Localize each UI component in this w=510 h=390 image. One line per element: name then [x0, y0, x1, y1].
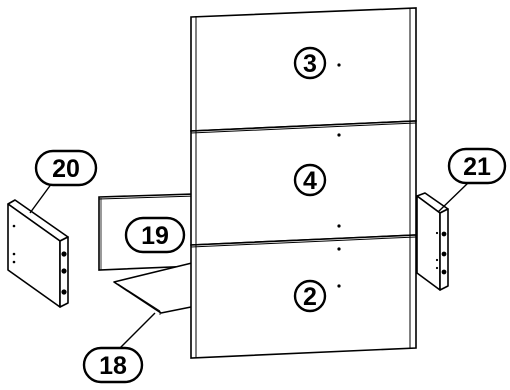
callout-3: 3 [293, 46, 327, 80]
callout-label-18: 18 [99, 352, 127, 380]
callout-18: 18 [82, 346, 144, 384]
drawer-bottom-panel [113, 261, 197, 315]
side-panel-right [416, 192, 449, 291]
leader-line-21 [437, 182, 469, 213]
callout-label-3: 3 [303, 50, 317, 78]
callout-label-2: 2 [303, 283, 317, 311]
callout-2: 2 [293, 279, 327, 313]
callout-20: 20 [34, 149, 98, 187]
leader-line-18 [115, 312, 156, 353]
callout-19: 19 [124, 216, 186, 254]
callout-4: 4 [293, 163, 327, 197]
callout-label-21: 21 [463, 153, 491, 181]
leader-line-20 [29, 182, 53, 214]
side-panel-left [7, 199, 69, 308]
callout-label-4: 4 [303, 167, 317, 195]
callout-label-19: 19 [141, 222, 169, 250]
callout-label-20: 20 [52, 155, 80, 183]
callout-21: 21 [447, 147, 507, 185]
